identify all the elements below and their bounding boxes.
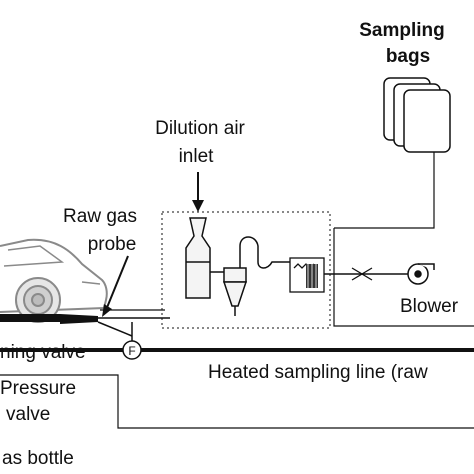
gas-bottle-label: as bottle [2, 448, 74, 469]
sampling-bags [383, 77, 451, 153]
probe-arrow [105, 255, 129, 311]
raw-gas-probe-label-line1: Raw gas [63, 206, 137, 227]
sampling-bags-label-line2: bags [386, 46, 430, 67]
dilution-air-arrow-head [192, 200, 204, 212]
branch-line [97, 321, 133, 337]
pressure-label-line2: valve [6, 404, 50, 425]
pressure-line [0, 374, 474, 429]
cabinet-outline [333, 228, 474, 327]
sampling-bags-label-line1: Sampling [359, 20, 445, 41]
valve-label: ning valve [0, 342, 86, 363]
orifice [351, 267, 373, 281]
pressure-label-line1: Pressure [0, 378, 76, 399]
blower [407, 263, 435, 285]
dilution-air-label-line2: inlet [179, 146, 215, 167]
bag-supply-line [334, 140, 435, 229]
heated-line-label: Heated sampling line (raw [208, 362, 428, 383]
exhaust-pipe [0, 314, 98, 324]
dilution-unit-box [161, 211, 331, 329]
car-illustration [0, 238, 108, 323]
dilution-air-label-line1: Dilution air [155, 118, 245, 139]
raw-gas-probe-label-line2: probe [88, 234, 137, 255]
filter-unit [289, 257, 325, 293]
blower-label: Blower [400, 296, 459, 317]
flow-meter-label: F [128, 344, 135, 358]
cyclone [210, 236, 292, 316]
dilution-tunnel [185, 217, 211, 299]
